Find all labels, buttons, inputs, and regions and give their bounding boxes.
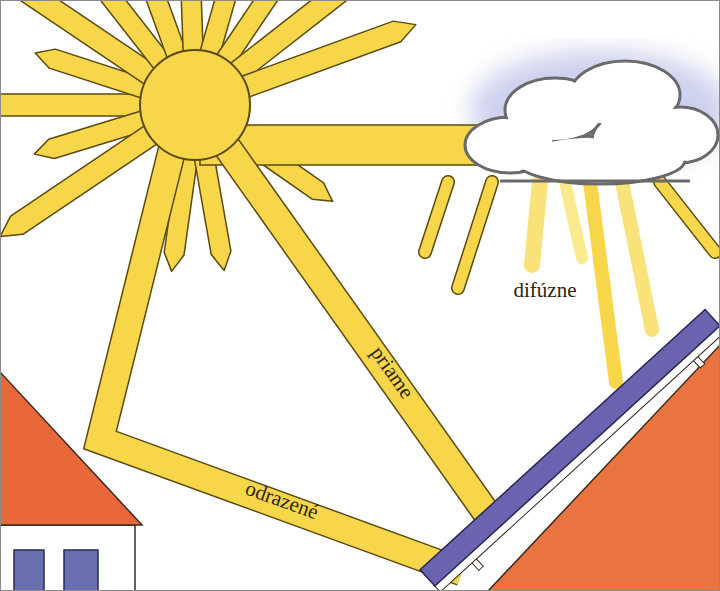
solar-panel: [420, 310, 720, 591]
diffuse-label: difúzne: [514, 280, 577, 301]
cloud: [465, 61, 718, 184]
sun: [140, 50, 250, 160]
direct-band: [222, 140, 500, 532]
roof: [488, 345, 720, 591]
